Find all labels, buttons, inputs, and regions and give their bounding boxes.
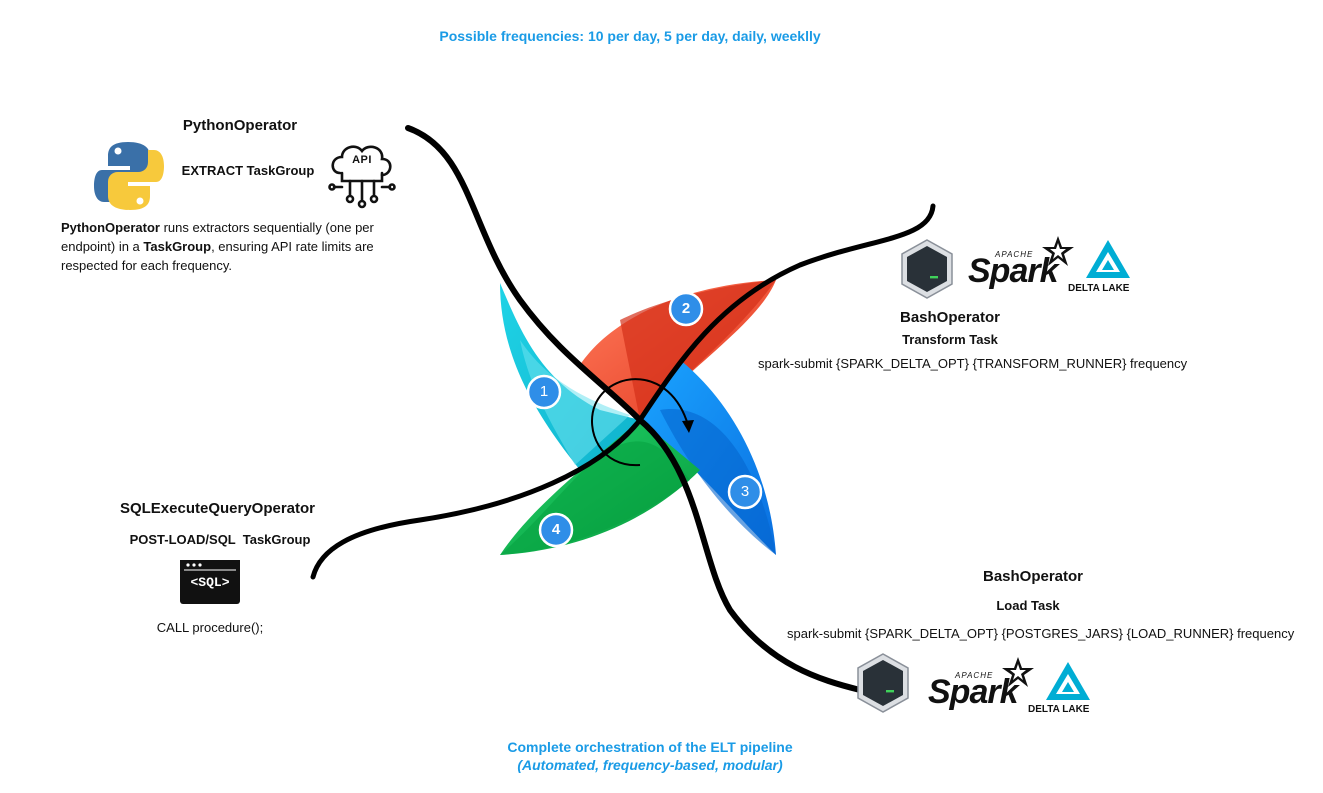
step-badge-2: [668, 291, 704, 327]
extract-desc-text-2: , ensuring API rate limits are respected…: [61, 239, 374, 273]
rotation-arrow: [591, 378, 689, 467]
blade-1-light: [520, 340, 630, 465]
extract-desc-text-1: runs extractors sequentially (one per en…: [61, 220, 374, 254]
postload-operator-title: SQLExecuteQueryOperator: [119, 500, 316, 517]
curve-postload: [310, 417, 643, 580]
transform-command: spark-submit {SPARK_DELTA_OPT} {TRANSFOR…: [758, 356, 1188, 371]
transform-operator-title: BashOperator: [899, 309, 1001, 326]
api-icon: [328, 145, 396, 209]
load-task-label: Load Task: [996, 598, 1060, 613]
postload-call: CALL procedure();: [156, 620, 264, 635]
curve-extract: [405, 125, 643, 423]
bash-icon-load: [857, 653, 909, 713]
extract-taskgroup-label: EXTRACT TaskGroup: [181, 163, 315, 178]
step-number-2: 2: [681, 300, 691, 317]
blade-3-dark: [660, 409, 776, 555]
step-badge-3: [727, 474, 763, 510]
load-delta-lake-label: DELTA LAKE: [1028, 704, 1090, 715]
load-command: spark-submit {SPARK_DELTA_OPT} {POSTGRES…: [787, 626, 1295, 641]
spark-star-icon-transform: [1042, 236, 1074, 266]
extract-desc-op: PythonOperator: [61, 220, 160, 235]
spark-star-icon-load: [1002, 657, 1034, 687]
step-badge-1: [526, 374, 562, 410]
rotation-arrowhead: [682, 420, 694, 433]
step-number-3: 3: [740, 483, 750, 500]
curve-load: [637, 417, 863, 693]
sql-icon: [180, 560, 240, 604]
postload-taskgroup-label: POST-LOAD/SQL TaskGroup: [129, 532, 311, 547]
curve-transform: [637, 203, 936, 423]
bash-icon-transform: [901, 239, 953, 299]
delta-lake-icon-load: [1046, 662, 1090, 700]
transform-spark-apache: APACHE: [995, 250, 1034, 259]
step-badge-4: [538, 512, 574, 548]
footer-subtitle: (Automated, frequency-based, modular): [517, 757, 783, 773]
transform-task-label: Transform Task: [902, 332, 998, 347]
footer-title: Complete orchestration of the ELT pipeli…: [507, 739, 793, 755]
extract-desc-group: TaskGroup: [143, 239, 212, 254]
sql-icon-label: <SQL>: [190, 575, 230, 590]
load-spark-wordmark: Spark: [928, 673, 1018, 711]
extract-description: PythonOperator runs extractors sequentia…: [61, 218, 413, 275]
step-number-4: 4: [551, 521, 561, 538]
transform-spark-wordmark: Spark: [968, 252, 1058, 290]
transform-delta-lake-label: DELTA LAKE: [1068, 283, 1130, 294]
step-number-1: 1: [539, 383, 549, 400]
api-icon-label: API: [352, 154, 372, 166]
python-logo-icon: [94, 142, 164, 210]
load-operator-title: BashOperator: [982, 568, 1084, 585]
extract-operator-title: PythonOperator: [182, 117, 298, 134]
delta-lake-icon-transform: [1086, 240, 1130, 278]
load-spark-apache: APACHE: [955, 671, 994, 680]
frequencies-banner: Possible frequencies: 10 per day, 5 per …: [439, 28, 821, 44]
